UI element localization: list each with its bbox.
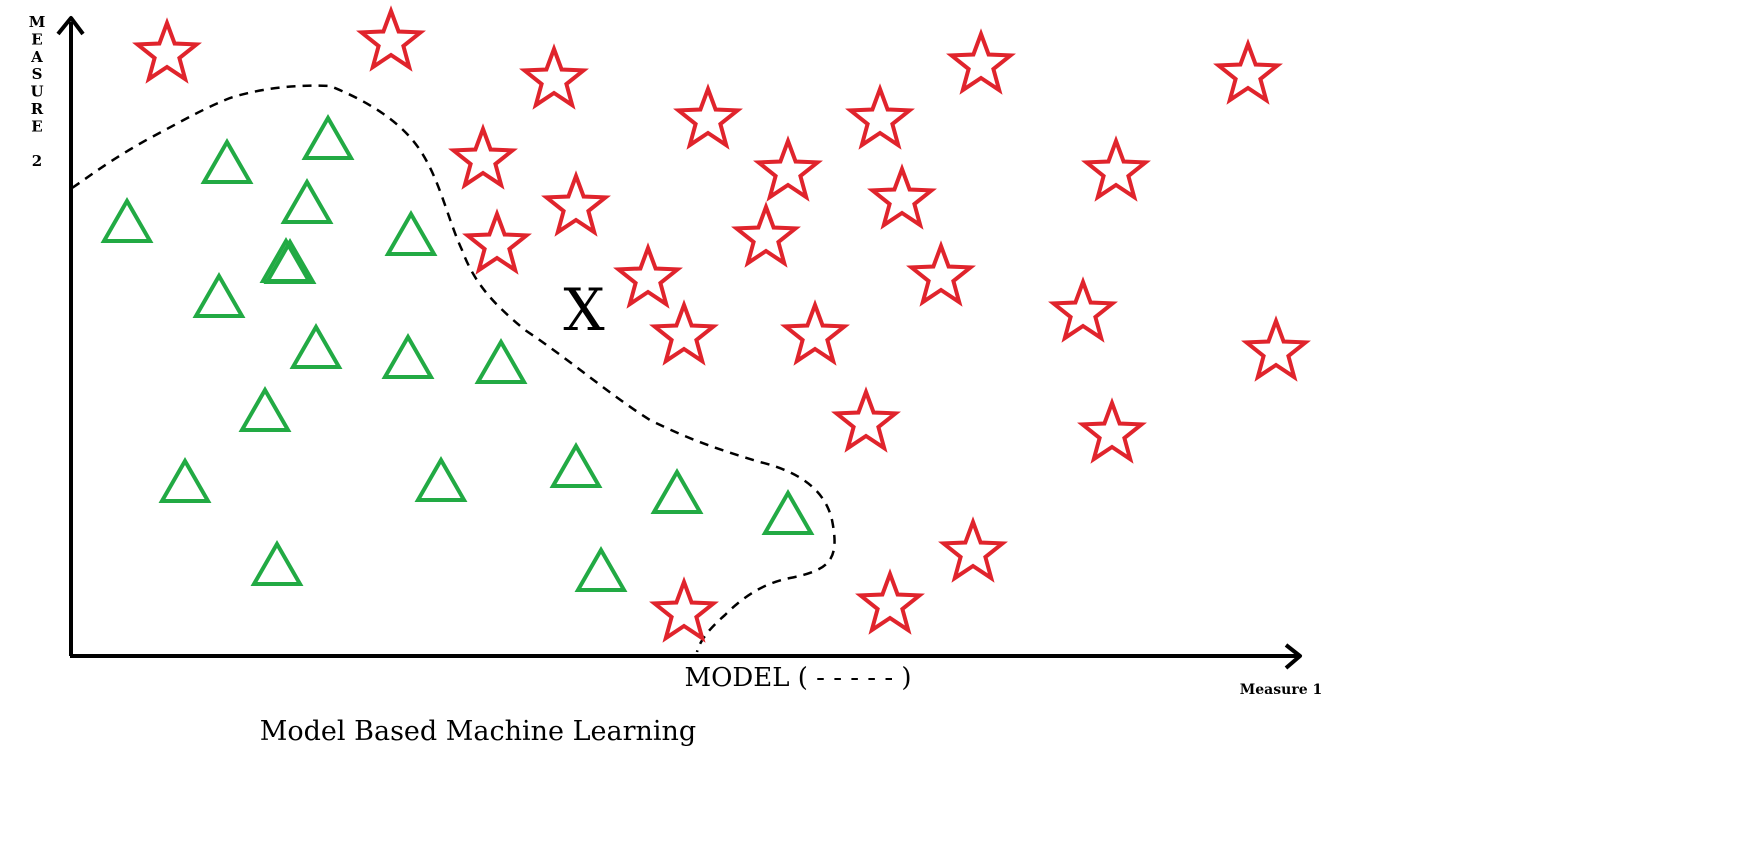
triangle-point: [384, 209, 438, 256]
star-point: [731, 201, 801, 268]
triangle-point: [289, 322, 343, 369]
y-axis-label-letter: S: [32, 65, 43, 83]
triangle-point: [549, 441, 603, 488]
star-point: [1048, 276, 1118, 343]
triangle-point: [474, 337, 528, 384]
diagram-caption: Model Based Machine Learning: [260, 716, 696, 747]
triangle-point: [414, 455, 468, 502]
triangle-point: [238, 385, 292, 432]
data-marks: [100, 5, 1311, 643]
triangle-point: [158, 456, 212, 503]
star-point: [780, 299, 850, 366]
star-point: [845, 83, 915, 150]
query-marker: X: [563, 276, 605, 344]
x-axis-arrowhead: [1284, 643, 1302, 670]
triangle-point: [650, 467, 704, 514]
triangle-point: [381, 332, 435, 379]
triangle-point: [200, 137, 254, 184]
star-point: [1241, 315, 1311, 382]
triangle-point: [574, 545, 628, 592]
star-point: [519, 43, 589, 110]
y-axis-label-letter: E: [31, 117, 42, 135]
y-axis-label-letter: M: [29, 13, 46, 31]
triangle-point: [192, 271, 246, 318]
star-point: [356, 5, 426, 72]
star-point: [906, 240, 976, 307]
triangle-point: [280, 177, 334, 224]
star-point: [855, 568, 925, 635]
model-decision-boundary: [71, 84, 836, 653]
star-point: [938, 516, 1008, 583]
y-axis-label-letter: E: [31, 30, 42, 48]
star-point: [541, 170, 611, 237]
star-point: [1213, 38, 1283, 105]
star-point: [867, 163, 937, 230]
model-legend-label: MODEL ( - - - - - ): [684, 663, 911, 693]
y-axis-label-letter: U: [30, 83, 43, 101]
star-point: [462, 208, 532, 275]
star-point: [448, 123, 518, 190]
star-point: [753, 135, 823, 202]
triangle-point: [250, 539, 304, 586]
y-axis-label-letter: R: [31, 100, 44, 118]
star-point: [831, 386, 901, 453]
star-point: [1077, 397, 1147, 464]
x-axis-label: Measure 1: [1240, 682, 1322, 698]
triangle-point: [761, 488, 815, 535]
y-axis-label-letter: A: [30, 48, 43, 66]
star-point: [613, 242, 683, 309]
star-point: [673, 83, 743, 150]
y-axis-arrowhead: [56, 16, 85, 36]
triangle-point: [301, 113, 355, 160]
star-point: [1081, 135, 1151, 202]
star-point: [946, 28, 1016, 95]
triangle-point: [100, 196, 154, 243]
y-axis-label-letter: 2: [32, 152, 42, 170]
star-point: [132, 17, 202, 84]
star-point: [649, 576, 719, 643]
triangle-point: [259, 236, 313, 283]
star-point: [649, 299, 719, 366]
